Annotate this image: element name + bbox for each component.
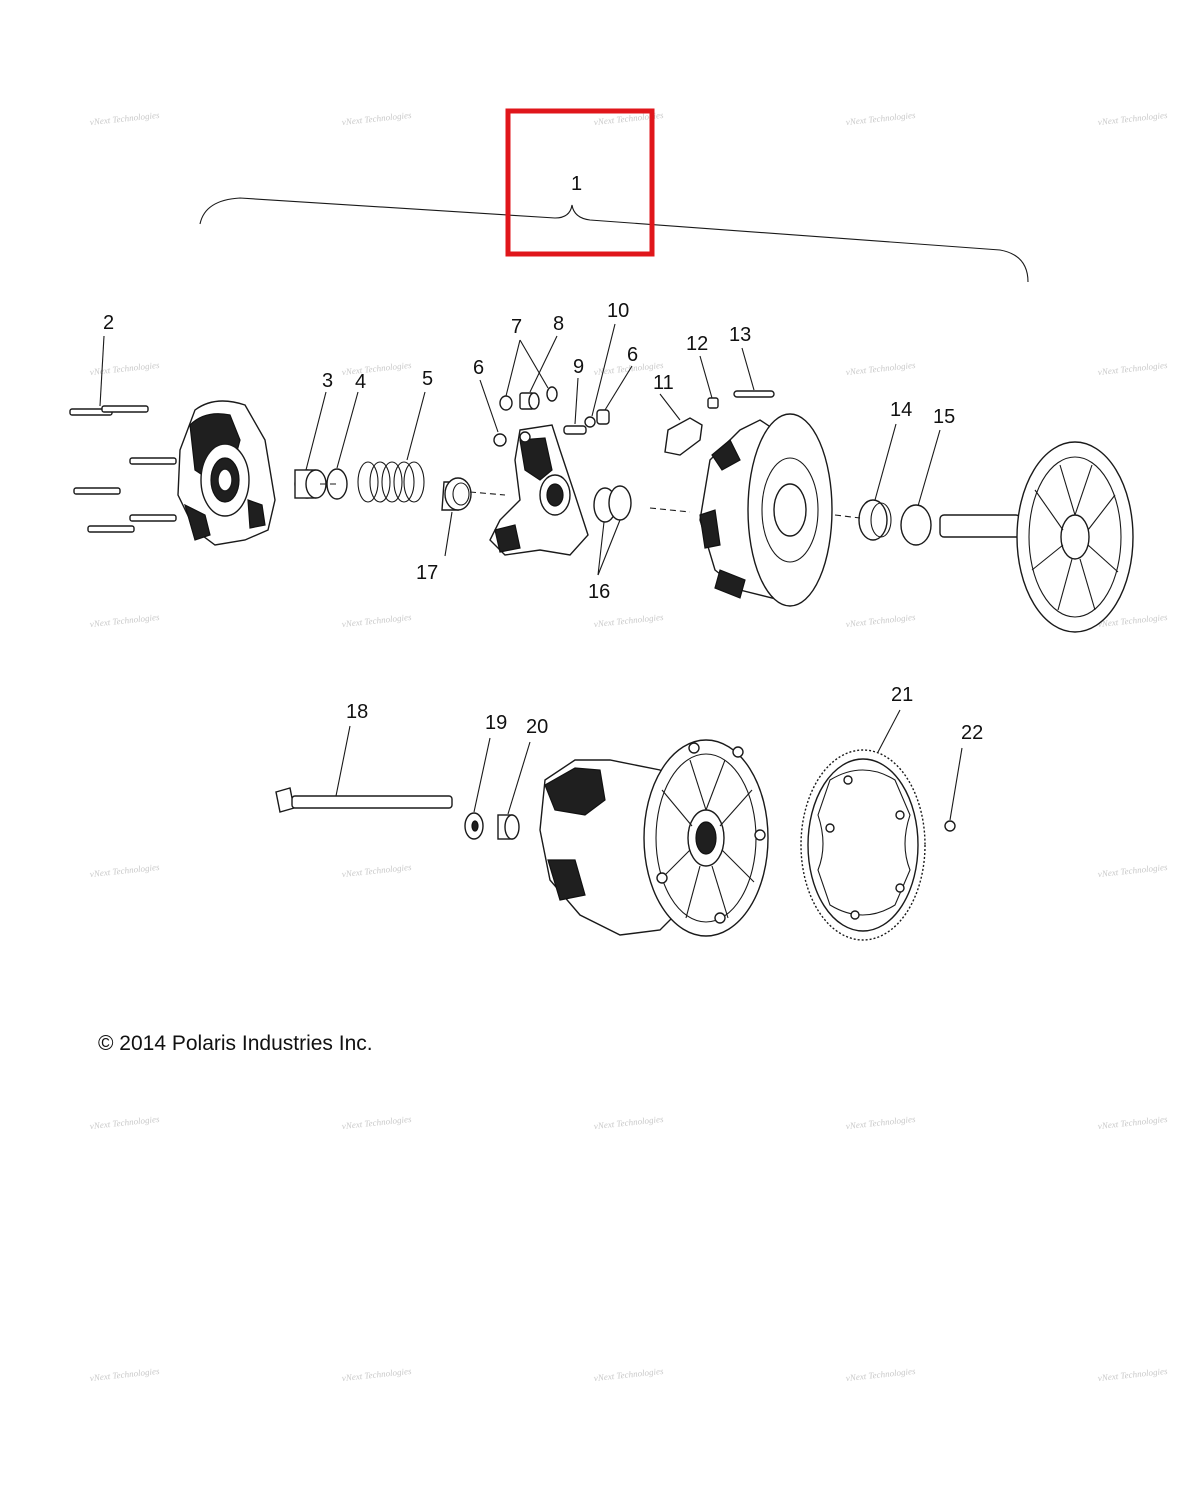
part-spring[interactable] — [357, 461, 425, 503]
watermark-text: vNext Technologies — [341, 862, 412, 879]
part-bushing-2[interactable] — [858, 499, 892, 541]
callout-20[interactable]: 20 — [526, 716, 548, 738]
watermark-text: vNext Technologies — [845, 1114, 916, 1131]
callout-18[interactable]: 18 — [346, 701, 368, 723]
part-seal[interactable] — [900, 504, 932, 546]
watermark-text: vNext Technologies — [593, 612, 664, 629]
watermark-text: vNext Technologies — [845, 1366, 916, 1383]
part-clutch-washer[interactable] — [464, 812, 484, 840]
part-cover-plate[interactable] — [177, 400, 276, 546]
watermark-text: vNext Technologies — [845, 612, 916, 629]
callout-22[interactable]: 22 — [961, 722, 983, 744]
watermark-text: vNext Technologies — [89, 1114, 160, 1131]
watermark-text: vNext Technologies — [845, 360, 916, 377]
part-moveable-sheave[interactable] — [699, 413, 833, 607]
watermark-text: vNext Technologies — [1097, 110, 1168, 127]
watermark-text: vNext Technologies — [341, 360, 412, 377]
callout-8[interactable]: 8 — [553, 313, 564, 335]
watermark-text: vNext Technologies — [1097, 862, 1168, 879]
watermark-text: vNext Technologies — [341, 110, 412, 127]
assembly-bracket — [199, 197, 1029, 283]
watermark-text: vNext Technologies — [1097, 1366, 1168, 1383]
callout-17[interactable]: 17 — [416, 562, 438, 584]
part-roller[interactable] — [493, 433, 507, 447]
callout-3[interactable]: 3 — [322, 370, 333, 392]
watermark-text: vNext Technologies — [1097, 360, 1168, 377]
callout-16[interactable]: 16 — [588, 581, 610, 603]
part-clutch-bolt[interactable] — [275, 787, 453, 813]
callout-19[interactable]: 19 — [485, 712, 507, 734]
watermark-text: vNext Technologies — [341, 1366, 412, 1383]
part-seal-rings[interactable] — [593, 485, 632, 523]
part-roller-2[interactable] — [596, 409, 610, 425]
callout-labels: 1 2 3 4 5 6 7 8 9 10 6 11 12 13 14 15 16… — [103, 173, 983, 744]
callout-5[interactable]: 5 — [422, 368, 433, 390]
watermark-text: vNext Technologies — [89, 1366, 160, 1383]
part-clutch-spacer[interactable] — [497, 814, 520, 840]
part-fixed-sheave[interactable] — [939, 441, 1134, 633]
part-bolts[interactable] — [69, 405, 177, 533]
watermark-text: vNext Technologies — [89, 862, 160, 879]
part-pin[interactable] — [563, 425, 587, 435]
watermark-text: vNext Technologies — [89, 110, 160, 127]
watermark-text: vNext Technologies — [593, 1114, 664, 1131]
callout-14[interactable]: 14 — [890, 399, 912, 421]
watermark-text: vNext Technologies — [1097, 1114, 1168, 1131]
watermark-text: vNext Technologies — [341, 612, 412, 629]
callout-15[interactable]: 15 — [933, 406, 955, 428]
part-spider[interactable] — [489, 424, 589, 556]
part-screw[interactable] — [944, 820, 956, 832]
watermark-text: vNext Technologies — [845, 110, 916, 127]
callout-2[interactable]: 2 — [103, 312, 114, 334]
callout-6b[interactable]: 6 — [627, 344, 638, 366]
watermark-text: vNext Technologies — [89, 360, 160, 377]
part-washer[interactable] — [499, 395, 513, 411]
part-small-ring[interactable] — [584, 416, 596, 428]
part-washer-2[interactable] — [546, 386, 558, 402]
highlight-box[interactable] — [505, 108, 655, 257]
part-roller-pin[interactable] — [519, 392, 540, 410]
callout-11[interactable]: 11 — [653, 372, 674, 394]
callout-21[interactable]: 21 — [891, 684, 913, 706]
part-weight-arm[interactable] — [664, 417, 703, 456]
watermark-text: vNext Technologies — [89, 612, 160, 629]
leader-lines — [99, 323, 963, 821]
part-pin-long[interactable] — [733, 390, 775, 398]
callout-9[interactable]: 9 — [573, 356, 584, 378]
part-ring-gear[interactable] — [800, 749, 926, 941]
callout-12[interactable]: 12 — [686, 333, 708, 355]
callout-4[interactable]: 4 — [355, 371, 366, 393]
part-ring[interactable] — [326, 468, 348, 500]
callout-6[interactable]: 6 — [473, 357, 484, 379]
part-assembled-clutch[interactable] — [539, 739, 769, 937]
callout-7[interactable]: 7 — [511, 316, 522, 338]
part-cup[interactable] — [441, 477, 472, 511]
watermark-text: vNext Technologies — [593, 1366, 664, 1383]
watermark-text: vNext Technologies — [341, 1114, 412, 1131]
part-nut[interactable] — [707, 397, 719, 409]
callout-13[interactable]: 13 — [729, 324, 751, 346]
callout-1[interactable]: 1 — [571, 173, 582, 195]
part-bushing[interactable] — [294, 469, 327, 499]
copyright-text: © 2014 Polaris Industries Inc. — [98, 1032, 373, 1055]
callout-10[interactable]: 10 — [607, 300, 629, 322]
